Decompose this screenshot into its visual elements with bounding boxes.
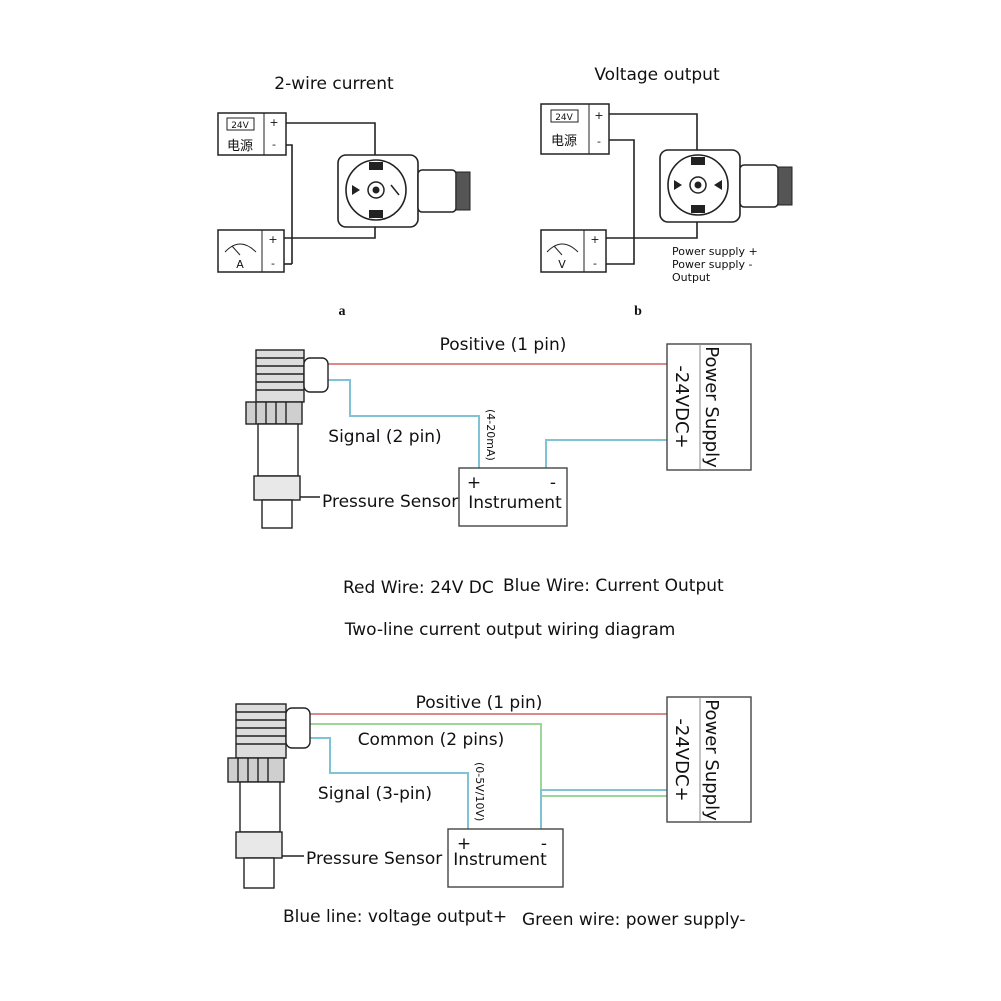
diagram-2-signal-label: Signal (3-pin)	[318, 784, 432, 804]
diagram-1-pressure-sensor	[245, 349, 329, 529]
diagram-2-note-blue: Blue line: voltage output+	[283, 907, 507, 927]
diagram-1-range-label: (4-20mA)	[484, 409, 497, 461]
diagram-a-ammeter: A + -	[217, 229, 285, 273]
diagram-1-instrument-minus: -	[550, 473, 556, 493]
diagram-2-pressure-sensor	[227, 703, 311, 889]
diagram-a-power-supply: 24V 电源 + -	[217, 112, 287, 156]
diagram-a: 2-wire current 24V 电源 + - A + -	[217, 74, 471, 319]
diagram-a-power-minus: -	[272, 138, 276, 151]
diagram-a-meter-minus: -	[271, 257, 275, 270]
diagram-1-power-supply: -24VDC+ Power Supply	[666, 343, 752, 471]
diagram-b-meter-minus: -	[593, 257, 597, 270]
diagram-b-legend-power-plus: Power supply +	[672, 245, 758, 258]
diagram-b-voltmeter-needle	[553, 245, 563, 256]
diagram-b-power-display: 24V	[555, 113, 573, 123]
diagram-1-voltage-label: -24VDC+	[671, 365, 692, 448]
diagram-b-power-supply: 24V 电源 + -	[540, 103, 610, 155]
diagram-2-range-label: (0-5V/10V)	[473, 762, 486, 821]
diagram-2-return-wire	[540, 789, 667, 829]
diagram-b-power-label: 电源	[551, 134, 577, 149]
diagram-b: Voltage output 24V 电源 + - V + -	[540, 65, 793, 319]
diagram-2-voltage-label: -24VDC+	[671, 718, 692, 801]
diagram-1-caption: Two-line current output wiring diagram	[344, 620, 676, 640]
diagram-2-signal-wire	[310, 737, 469, 829]
diagram-2-sensor-label: Pressure Sensor	[306, 849, 442, 869]
diagram-1-instrument-plus: +	[467, 473, 481, 493]
diagram-a-meter-plus: +	[268, 233, 277, 246]
diagram-2-wires	[310, 713, 667, 829]
diagram-b-title: Voltage output	[594, 65, 720, 85]
diagram-a-power-label: 电源	[227, 139, 253, 154]
diagram-1-note-blue: Blue Wire: Current Output	[503, 576, 724, 596]
diagram-1-positive-label: Positive (1 pin)	[440, 335, 567, 355]
diagram-b-voltmeter: V + -	[540, 229, 607, 273]
diagram-a-power-display: 24V	[231, 121, 249, 131]
diagram-2: Positive (1 pin) Common (2 pins) Signal …	[227, 693, 752, 930]
diagram-1-signal-label: Signal (2 pin)	[328, 427, 441, 447]
diagram-b-legend-output: Output	[672, 271, 711, 284]
diagram-2-instrument-plus: +	[457, 834, 471, 854]
diagram-a-ammeter-needle	[231, 245, 241, 256]
diagram-2-power-supply: -24VDC+ Power Supply	[666, 696, 752, 823]
diagram-b-legend-power-minus: Power supply -	[672, 258, 752, 271]
diagram-1-note-red: Red Wire: 24V DC	[343, 578, 494, 598]
diagram-b-legend: Power supply + Power supply - Output	[672, 245, 758, 284]
diagram-2-common-label: Common (2 pins)	[358, 730, 505, 750]
diagram-1-supply-label: Power Supply	[701, 346, 722, 468]
diagram-b-caption: b	[634, 304, 642, 319]
diagram-a-power-plus: +	[269, 116, 278, 129]
diagram-a-title: 2-wire current	[274, 74, 394, 94]
diagram-a-caption: a	[339, 304, 346, 319]
diagram-2-positive-label: Positive (1 pin)	[416, 693, 543, 713]
diagram-1-signal-wire	[328, 379, 480, 468]
diagram-a-meter-label: A	[236, 258, 244, 271]
diagram-2-supply-label: Power Supply	[701, 699, 722, 821]
diagram-2-green-wire	[310, 723, 667, 797]
diagram-b-power-minus: -	[597, 135, 601, 148]
diagram-1-instrument: + - Instrument	[458, 467, 568, 527]
diagram-b-meter-label: V	[558, 258, 566, 271]
diagram-b-meter-plus: +	[590, 233, 599, 246]
diagram-1: Positive (1 pin) Signal (2 pin) (4-20mA)…	[245, 335, 752, 640]
diagram-a-connector	[337, 154, 471, 228]
diagram-b-connector	[659, 149, 793, 223]
diagram-1-sensor-label: Pressure Sensor	[322, 492, 458, 512]
diagram-1-return-wire	[545, 439, 667, 468]
diagram-1-instrument-label: Instrument	[468, 493, 562, 513]
diagram-2-instrument-label: Instrument	[453, 850, 547, 870]
diagram-1-wires	[328, 363, 667, 468]
diagram-2-instrument-minus: -	[541, 834, 547, 854]
diagram-2-instrument: + - Instrument	[447, 828, 564, 888]
diagram-b-power-plus: +	[594, 109, 603, 122]
diagram-2-note-green: Green wire: power supply-	[522, 910, 746, 930]
